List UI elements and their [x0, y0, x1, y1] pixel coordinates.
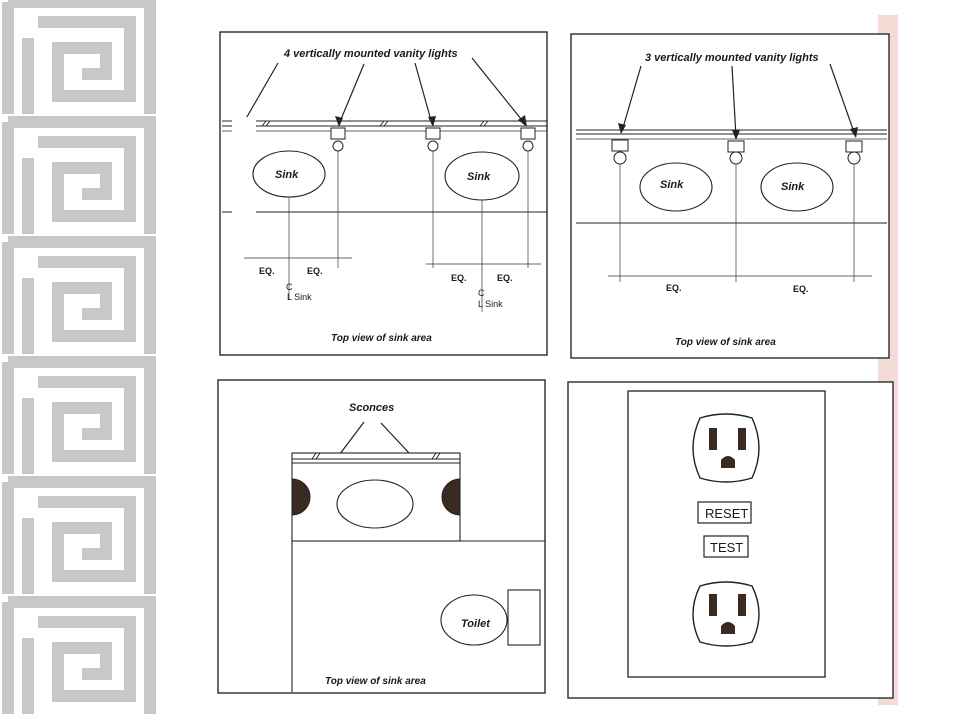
callout-label: 4 vertically mounted vanity lights	[283, 48, 458, 60]
vanity-light	[520, 127, 536, 152]
greek-key-tile	[2, 596, 156, 714]
dimension-lines	[244, 151, 541, 312]
greek-key-tile	[2, 236, 156, 354]
eq-label: EQ.	[259, 266, 275, 276]
sink-left	[639, 162, 713, 212]
eq-label: EQ.	[497, 273, 513, 283]
centerline-mark: C	[478, 288, 485, 298]
callout-arrow	[414, 62, 433, 125]
wall-hatch	[261, 120, 489, 127]
callout-arrow	[731, 65, 737, 138]
sink-label: Sink	[275, 169, 299, 181]
reset-button	[697, 501, 752, 524]
reset-label: RESET	[705, 506, 748, 521]
eq-label: EQ.	[307, 266, 323, 276]
wall-hatch	[311, 452, 441, 460]
sink-label: Sink	[781, 181, 805, 193]
centerline-label: L Sink	[287, 292, 312, 302]
sink-label: Sink	[660, 179, 684, 191]
receptacle-upper	[692, 413, 760, 483]
callout-arrow	[829, 63, 856, 136]
centerline-label: L Sink	[478, 299, 503, 309]
panel-caption: Top view of sink area	[331, 333, 432, 344]
greek-key-tile	[2, 476, 156, 594]
panel-bottom-left: Sconces Toilet Top view of sink area	[217, 379, 546, 694]
eq-label: EQ.	[666, 283, 682, 293]
vanity-light	[727, 140, 745, 165]
sink-label: Sink	[467, 171, 491, 183]
toilet-label: Toilet	[461, 618, 491, 630]
greek-key-border	[2, 0, 156, 714]
room-outline	[291, 540, 545, 692]
greek-key-tile	[2, 0, 156, 114]
eq-label: EQ.	[793, 284, 809, 294]
sconce-right	[441, 478, 461, 516]
sink-right	[760, 162, 834, 212]
sconce-left	[291, 478, 311, 516]
toilet-tank	[507, 589, 541, 646]
greek-key-tile	[2, 356, 156, 474]
greek-key-pattern	[2, 0, 156, 714]
panel-caption: Top view of sink area	[675, 337, 776, 348]
vanity-light	[425, 127, 441, 152]
vanity-light	[611, 139, 629, 165]
sink	[336, 479, 414, 529]
whiteout-patch	[232, 117, 256, 217]
test-label: TEST	[710, 540, 743, 555]
callout-arrow	[338, 63, 365, 125]
toilet-bowl	[440, 594, 508, 646]
callout-label: 3 vertically mounted vanity lights	[645, 52, 819, 64]
greek-key-tile	[2, 116, 156, 234]
vanity-light	[845, 140, 863, 165]
panel-top-left: 4 vertically mounted vanity lights	[219, 31, 548, 356]
vanity-light	[330, 127, 346, 152]
eq-label: EQ.	[451, 273, 467, 283]
callout-arrow	[243, 62, 279, 123]
panel-top-right: 3 vertically mounted vanity lights Sink …	[570, 33, 890, 359]
panel-frame	[570, 33, 890, 359]
arrowhead	[732, 130, 740, 140]
panel-bottom-right: RESET TEST	[567, 381, 894, 699]
callout-arrow	[471, 57, 526, 125]
panel-caption: Top view of sink area	[325, 676, 426, 687]
test-button	[703, 535, 749, 558]
receptacle-lower	[692, 581, 760, 647]
arrowhead	[618, 123, 626, 134]
callout-arrow	[621, 65, 642, 132]
dimension-lines	[608, 164, 872, 282]
callout-label: Sconces	[349, 402, 394, 414]
centerline-mark: C	[286, 282, 293, 292]
